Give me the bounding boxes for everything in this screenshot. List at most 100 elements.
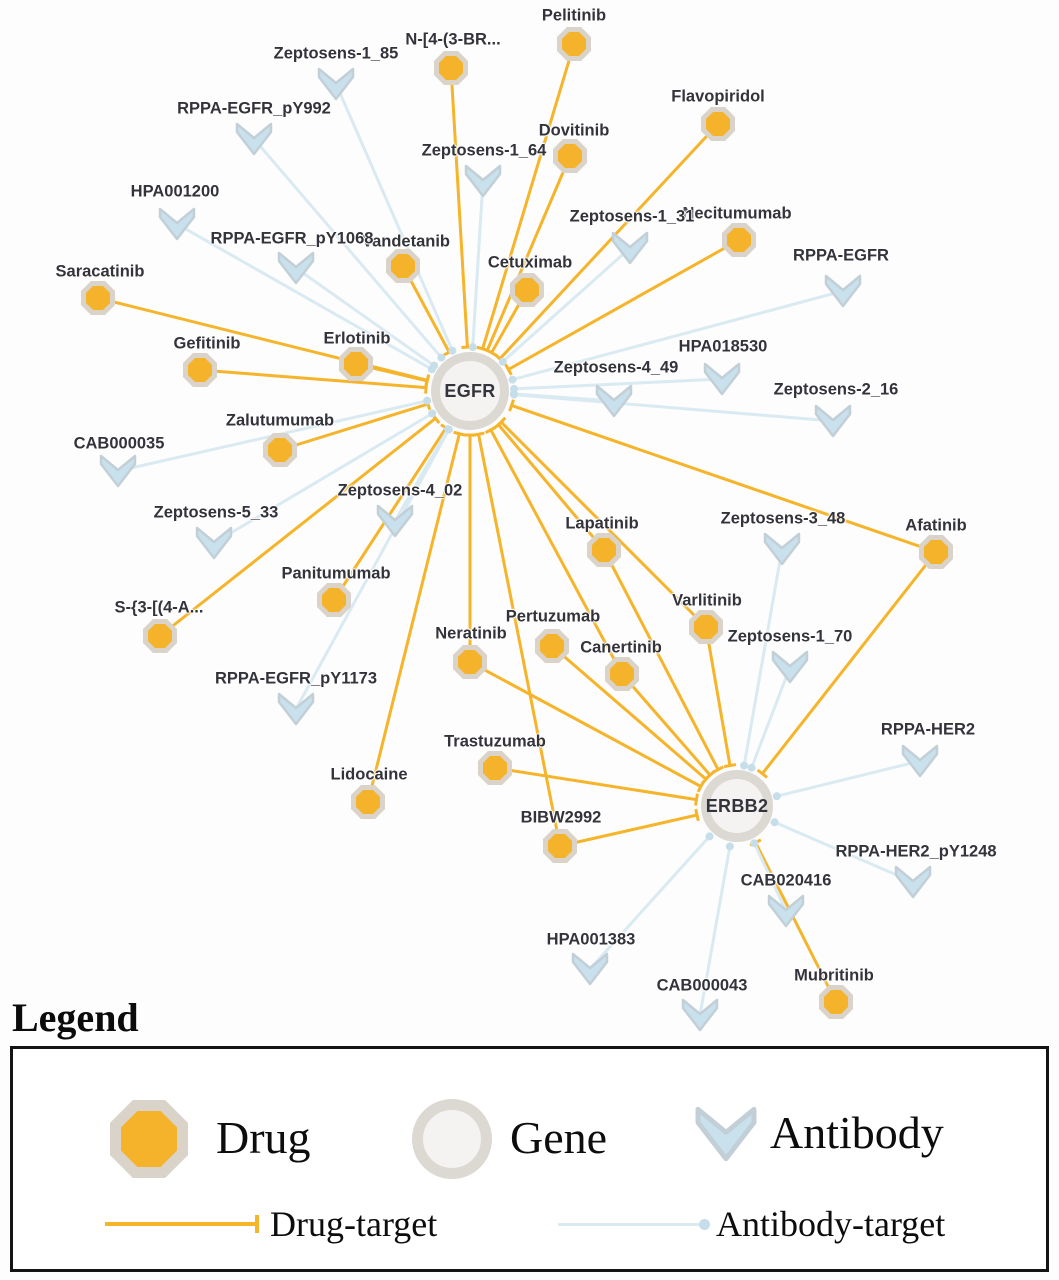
antibody-label-hpa001200: HPA001200 xyxy=(130,182,220,201)
drug-edge-varlitinib-egfr xyxy=(495,416,708,629)
antibody-edge-rppa-egfr-egfr xyxy=(508,289,844,384)
antibody-node-rppa-egfr[interactable] xyxy=(824,274,862,308)
antibody-label-zeptosens-3_48: Zeptosens-3_48 xyxy=(720,509,846,528)
drug-edge-afatinib-egfr xyxy=(508,399,937,554)
antibody-node-cab000035[interactable] xyxy=(99,454,137,488)
antibody-node-cab020416[interactable] xyxy=(767,894,805,928)
antibody-label-rppa-egfr: RPPA-EGFR xyxy=(793,246,889,265)
antibody-label-zeptosens-1_70: Zeptosens-1_70 xyxy=(727,627,853,646)
antibody-node-zeptosens-4_02[interactable] xyxy=(376,504,414,538)
legend-drug-target-label: Drug-target xyxy=(270,1204,438,1244)
drug-edge-n4_3br-egfr xyxy=(449,67,474,349)
drug-label-pertuzumab: Pertuzumab xyxy=(505,607,601,626)
drug-node-pelitinib[interactable] xyxy=(557,27,591,61)
gene-node-egfr[interactable]: EGFR xyxy=(431,352,509,430)
antibody-chevron-icon xyxy=(277,692,315,726)
antibody-node-hpa001200[interactable] xyxy=(158,207,196,241)
drug-label-varlitinib: Varlitinib xyxy=(672,591,742,610)
drug-node-lapatinib[interactable] xyxy=(587,533,621,567)
drug-label-n4_3br: N-[4-(3-BR... xyxy=(405,30,501,49)
drug-node-gefitinib[interactable] xyxy=(183,353,217,387)
drug-label-s3_4a: S-{3-[(4-A... xyxy=(114,598,204,617)
legend-drug-octagon-icon xyxy=(110,1100,188,1178)
drug-edge-neratinib-erbb2 xyxy=(469,660,706,793)
antibody-node-zeptosens-1_70[interactable] xyxy=(771,650,809,684)
antibody-node-zeptosens-4_49[interactable] xyxy=(595,384,633,418)
antibody-node-zeptosens-1_64[interactable] xyxy=(464,164,502,198)
gene-label-erbb2: ERBB2 xyxy=(705,795,769,816)
drug-node-zalutumumab[interactable] xyxy=(263,433,297,467)
antibody-edge-zeptosens-1_70-erbb2 xyxy=(747,666,792,772)
antibody-chevron-icon xyxy=(824,274,862,308)
drug-label-erlotinib: Erlotinib xyxy=(323,329,391,348)
drug-edge-lapatinib-egfr xyxy=(492,419,606,551)
drug-node-flavopiridol[interactable] xyxy=(701,107,735,141)
drug-label-gefitinib: Gefitinib xyxy=(173,334,241,353)
drug-node-trastuzumab[interactable] xyxy=(478,751,512,785)
drug-node-s3_4a[interactable] xyxy=(143,619,177,653)
drug-node-neratinib[interactable] xyxy=(453,645,487,679)
drug-label-mubritinib: Mubritinib xyxy=(794,966,874,985)
drug-node-panitumumab[interactable] xyxy=(317,583,351,617)
antibody-edge-zeptosens-5_33-egfr xyxy=(213,409,437,545)
drug-node-afatinib[interactable] xyxy=(919,535,953,569)
antibody-node-rppa-egfr_py992[interactable] xyxy=(235,122,273,156)
drug-label-zalutumumab: Zalutumumab xyxy=(225,411,335,430)
drug-node-erlotinib[interactable] xyxy=(339,347,373,381)
drug-label-panitumumab: Panitumumab xyxy=(281,564,391,583)
antibody-node-zeptosens-5_33[interactable] xyxy=(195,526,233,560)
drug-label-bibw2992: BIBW2992 xyxy=(520,808,602,827)
drug-edge-trastuzumab-erbb2 xyxy=(494,766,699,806)
drug-node-cetuximab[interactable] xyxy=(510,273,544,307)
antibody-node-rppa-her2_py1248[interactable] xyxy=(894,865,932,899)
antibody-node-hpa018530[interactable] xyxy=(703,362,741,396)
antibody-chevron-icon xyxy=(595,384,633,418)
drug-label-vandetanib: Vandetanib xyxy=(361,232,451,251)
antibody-label-cab020416: CAB020416 xyxy=(740,871,832,890)
antibody-node-zeptosens-2_16[interactable] xyxy=(814,404,852,438)
legend-antibody-target-line xyxy=(558,1219,710,1230)
drug-label-afatinib: Afatinib xyxy=(905,516,967,535)
antibody-chevron-icon xyxy=(894,865,932,899)
legend-drug-label: Drug xyxy=(216,1112,311,1163)
antibody-chevron-icon xyxy=(235,122,273,156)
antibody-label-cab000043: CAB000043 xyxy=(656,976,748,995)
drug-edge-bibw2992-erbb2 xyxy=(559,808,700,848)
antibody-node-zeptosens-1_31[interactable] xyxy=(611,231,649,265)
antibody-edge-hpa001383-erbb2 xyxy=(588,832,714,971)
antibody-label-zeptosens-2_16: Zeptosens-2_16 xyxy=(773,380,899,399)
antibody-node-rppa-egfr_py1068[interactable] xyxy=(277,251,315,285)
drug-label-dovitinib: Dovitinib xyxy=(538,121,610,140)
antibody-label-rppa-her2_py1248: RPPA-HER2_pY1248 xyxy=(835,842,997,861)
drug-node-dovitinib[interactable] xyxy=(553,139,587,173)
drug-node-vandetanib[interactable] xyxy=(386,249,420,283)
antibody-node-rppa-egfr_py1173[interactable] xyxy=(277,692,315,726)
antibody-node-cab000043[interactable] xyxy=(681,998,719,1032)
antibody-node-zeptosens-1_85[interactable] xyxy=(317,67,355,101)
antibody-label-rppa-her2: RPPA-HER2 xyxy=(880,720,976,739)
antibody-label-hpa001383: HPA001383 xyxy=(546,930,636,949)
antibody-label-zeptosens-1_85: Zeptosens-1_85 xyxy=(273,44,399,63)
drug-node-necitumumab[interactable] xyxy=(722,223,756,257)
antibody-node-hpa001383[interactable] xyxy=(571,952,609,986)
drug-node-canertinib[interactable] xyxy=(605,657,639,691)
drug-node-lidocaine[interactable] xyxy=(351,785,385,819)
antibody-edge-zeptosens-3_48-erbb2 xyxy=(740,548,784,770)
drug-label-cetuximab: Cetuximab xyxy=(487,253,573,272)
antibody-label-rppa-egfr_py1173: RPPA-EGFR_pY1173 xyxy=(214,669,378,688)
drug-node-varlitinib[interactable] xyxy=(689,610,723,644)
antibody-label-rppa-egfr_py1068: RPPA-EGFR_pY1068 xyxy=(210,229,374,248)
antibody-node-zeptosens-3_48[interactable] xyxy=(763,532,801,566)
drug-node-saracatinib[interactable] xyxy=(81,281,115,315)
antibody-edge-rppa-her2-erbb2 xyxy=(772,759,921,801)
antibody-chevron-icon xyxy=(277,251,315,285)
drug-node-pertuzumab[interactable] xyxy=(535,629,569,663)
gene-node-erbb2[interactable]: ERBB2 xyxy=(701,770,773,842)
drug-node-n4_3br[interactable] xyxy=(434,51,468,85)
drug-node-bibw2992[interactable] xyxy=(543,829,577,863)
antibody-node-rppa-her2[interactable] xyxy=(901,744,939,778)
legend-title: Legend xyxy=(12,995,139,1040)
drug-node-mubritinib[interactable] xyxy=(819,985,853,1019)
